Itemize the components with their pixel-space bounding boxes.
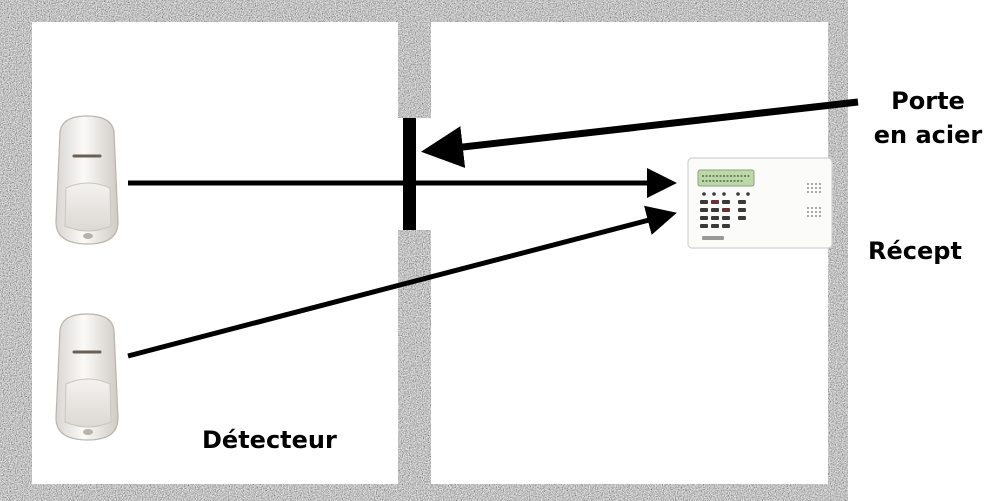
steel-door: [403, 118, 416, 230]
arrow-label-to-door: [421, 98, 859, 168]
signal-arrows: [127, 98, 859, 359]
receiver-keypad: [687, 157, 833, 249]
receiver-label: Récept: [868, 237, 962, 265]
door-label: Porte en acier: [862, 84, 994, 152]
detector-top: [55, 115, 119, 245]
detector-bottom: [55, 313, 119, 441]
room-right: [431, 22, 828, 484]
arrow-detector-bottom-to-receiver: [127, 205, 677, 359]
detector-label: Détecteur: [202, 426, 337, 454]
door-label-line2: en acier: [873, 121, 983, 149]
door-label-line1: Porte: [891, 87, 965, 115]
